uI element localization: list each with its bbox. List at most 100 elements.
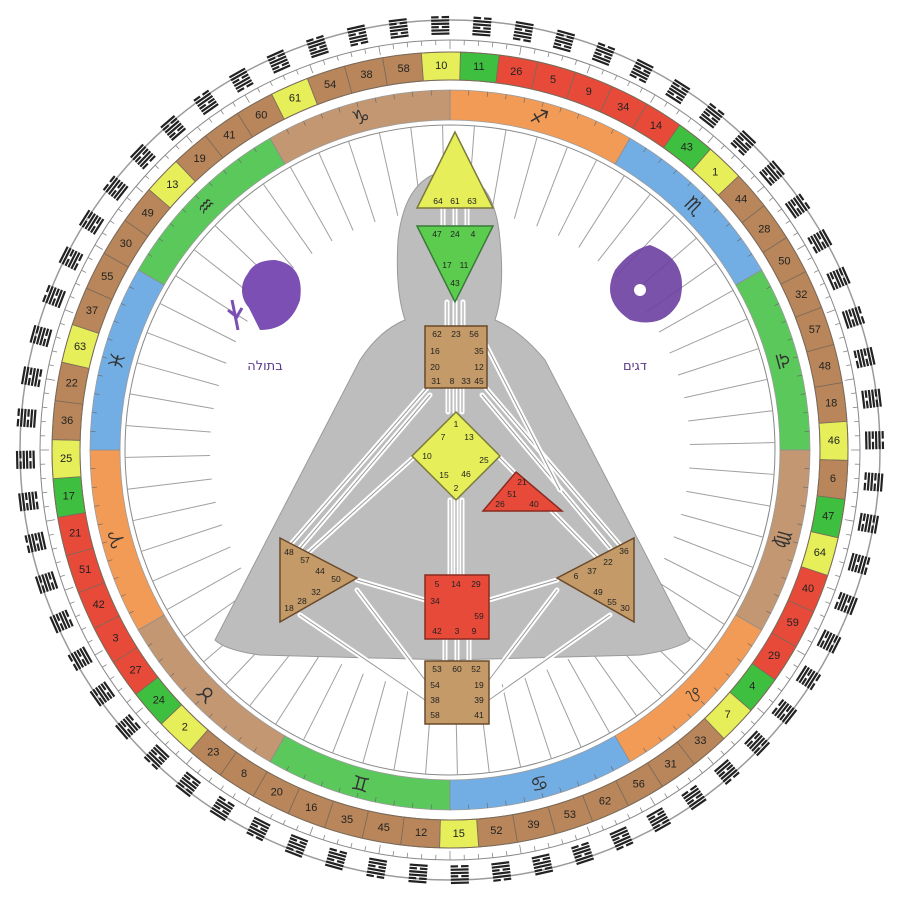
hexagram-icon xyxy=(24,531,47,554)
hexagram-icon xyxy=(795,665,822,691)
gate-label: 6 xyxy=(574,571,579,581)
hexagram-icon xyxy=(591,42,616,67)
gate-label: 16 xyxy=(430,346,440,356)
zodiac-glyph-icon: ♓ xyxy=(103,349,131,373)
root-center: 53 60 52 54 19 38 39 58 41 xyxy=(424,660,490,725)
gate-label: 45 xyxy=(474,376,484,386)
gate-label: 45 xyxy=(378,822,390,834)
hexagram-icon xyxy=(42,284,67,309)
hexagram-icon xyxy=(552,29,576,53)
gate-label: 44 xyxy=(315,566,325,576)
hexagram-icon xyxy=(305,34,329,59)
hexagram-icon xyxy=(246,816,271,842)
gate-label: 16 xyxy=(305,802,317,814)
hexagram-icon xyxy=(698,102,725,129)
hexagram-icon xyxy=(16,408,37,428)
gate-label: 39 xyxy=(474,695,484,705)
hexagram-icon xyxy=(67,646,93,672)
gate-label: 31 xyxy=(431,376,441,386)
gate-label: 50 xyxy=(331,574,341,584)
gate-label: 61 xyxy=(450,196,460,206)
gate-label: 37 xyxy=(587,566,597,576)
gate-label: 57 xyxy=(300,555,310,565)
gate-label: 56 xyxy=(633,778,645,790)
gate-label: 53 xyxy=(432,664,442,674)
gate-label: 58 xyxy=(397,63,409,75)
hexagram-icon xyxy=(531,853,554,876)
gate-label: 26 xyxy=(510,66,522,78)
gate-label: 53 xyxy=(564,809,576,821)
head-center-shape xyxy=(415,130,495,209)
gate-label: 40 xyxy=(529,499,539,509)
gate-label: 55 xyxy=(607,597,617,607)
virgo-symbol: בתולה xyxy=(227,260,301,374)
zodiac-ring: ♐♏♎♍♌♋♊♉♈♓♒♑ xyxy=(89,89,811,811)
gate-label: 38 xyxy=(430,695,440,705)
throat-center: 62 23 56 16 35 20 12 31 8 33 45 xyxy=(424,325,488,389)
hexagram-icon xyxy=(284,833,309,858)
gate-label: 48 xyxy=(819,360,831,372)
virgo-hair-icon xyxy=(244,260,301,330)
gate-label: 59 xyxy=(474,611,484,621)
gate-label: 11 xyxy=(460,260,469,270)
hexagram-icon xyxy=(833,591,858,616)
hexagram-icon xyxy=(346,24,369,47)
sacral-center: 5 14 29 34 59 42 3 9 xyxy=(424,574,490,640)
ego-center-shape xyxy=(481,470,565,512)
hexagram-icon xyxy=(491,861,512,882)
gate-label: 5 xyxy=(550,74,556,86)
hexagram-icon xyxy=(29,324,53,348)
gate-label: 63 xyxy=(467,196,477,206)
right-sign-label: דגים xyxy=(623,359,647,374)
gate-label: 39 xyxy=(527,819,539,831)
gate-label: 7 xyxy=(441,432,446,442)
gate-label: 18 xyxy=(825,398,837,410)
gate-label: 1 xyxy=(712,166,718,178)
gate-label: 4 xyxy=(749,681,755,693)
hexagram-icon xyxy=(193,89,219,116)
gate-label: 25 xyxy=(479,455,489,465)
solar-plexus-center-shape xyxy=(555,536,635,624)
hexagram-icon xyxy=(665,78,691,105)
g-center-shape xyxy=(410,410,502,502)
gate-label: 7 xyxy=(725,709,731,721)
gate-label: 12 xyxy=(415,827,427,839)
zodiac-glyph-icon: ♊ xyxy=(349,769,373,797)
gate-label: 14 xyxy=(451,579,461,589)
gate-label: 30 xyxy=(120,238,132,250)
ajna-center: 47 24 4 17 11 43 xyxy=(415,225,495,304)
hexagram-icon xyxy=(864,431,885,450)
ego-center: 21 51 26 40 xyxy=(481,470,565,512)
gate-label: 33 xyxy=(694,735,706,747)
gate-label: 17 xyxy=(63,490,75,502)
gate-label: 20 xyxy=(430,362,440,372)
gate-label: 35 xyxy=(341,814,353,826)
gate-label: 34 xyxy=(617,101,629,113)
hexagram-icon xyxy=(681,784,707,811)
gate-label: 21 xyxy=(517,477,527,487)
gate-label: 58 xyxy=(430,710,440,720)
gate-label: 10 xyxy=(422,451,432,461)
hexagram-icon xyxy=(861,388,882,409)
hexagram-icon xyxy=(629,58,654,84)
hexagram-icon xyxy=(89,681,116,707)
hexagram-icon xyxy=(472,16,492,37)
gate-label: 11 xyxy=(473,61,484,73)
gate-label: 6 xyxy=(830,473,836,485)
gate-label: 64 xyxy=(814,547,826,559)
gate-label: 50 xyxy=(778,255,790,267)
gate-label: 63 xyxy=(74,341,86,353)
gate-label: 28 xyxy=(758,223,770,235)
gate-label: 52 xyxy=(471,664,481,674)
gate-label: 22 xyxy=(66,378,78,390)
virgo-wheat-icon xyxy=(227,299,244,331)
root-center-shape xyxy=(424,660,490,725)
gate-label: 2 xyxy=(182,722,188,734)
hexagram-icon xyxy=(388,18,409,39)
hexagram-icon xyxy=(58,246,84,271)
hexagram-icon xyxy=(34,571,59,595)
hexagram-icon xyxy=(209,795,235,822)
hexagram-icon xyxy=(49,609,74,634)
gate-label: 41 xyxy=(474,710,484,720)
